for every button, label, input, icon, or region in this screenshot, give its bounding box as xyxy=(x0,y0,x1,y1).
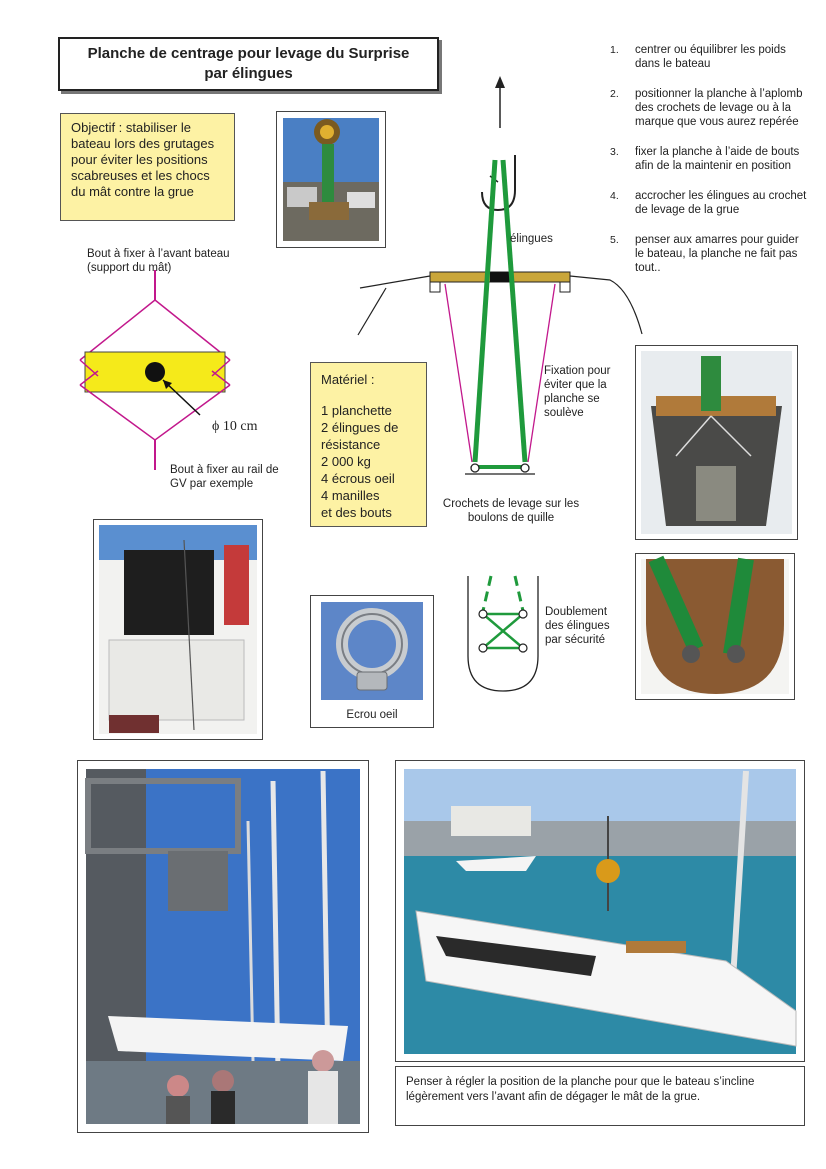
material-item: 4 manilles xyxy=(321,488,380,503)
photo-eye-nut: Ecrou oeil xyxy=(310,595,434,728)
photo-cockpit xyxy=(93,519,263,740)
label-bow-bottom: Bout à fixer au rail de GV par exemple xyxy=(170,464,279,490)
page-title: Planche de centrage pour levage du Surpr… xyxy=(58,37,439,91)
step-text: fixer la planche à l’aide de bouts afin … xyxy=(635,146,800,172)
material-item: 2 élingues de résistance xyxy=(321,420,399,452)
label-eye-nut: Ecrou oeil xyxy=(346,709,398,721)
step-4: 4. accrocher les élingues au crochet de l… xyxy=(610,189,810,217)
step-1: 1. centrer ou équilibrer les poids dans l… xyxy=(610,43,810,71)
keel-bolt-right xyxy=(520,463,530,473)
fixation-line-left xyxy=(444,283,473,463)
label-bow-top: Bout à fixer à l’avant bateau (support d… xyxy=(87,248,230,274)
steps-list: 1. centrer ou équilibrer les poids dans l… xyxy=(610,43,810,291)
material-item: 2 000 kg xyxy=(321,454,371,469)
photo-crane-lift xyxy=(77,760,369,1133)
step-number: 3. xyxy=(610,146,619,158)
boat-lifted-image xyxy=(404,769,797,1054)
material-note: Matériel : 1 planchette 2 élingues de ré… xyxy=(310,362,427,527)
eye-nut-icon xyxy=(321,602,423,700)
rope-upper-v xyxy=(79,299,231,361)
label-fixation: Fixation pour éviter que la planche se s… xyxy=(544,365,611,419)
step-text: accrocher les élingues au crochet de lev… xyxy=(635,190,807,216)
bottom-caption: Penser à régler la position de la planch… xyxy=(395,1066,805,1126)
label-doubling: Doublement des élingues par sécurité xyxy=(545,606,610,646)
doubling-diagram xyxy=(467,575,539,692)
hull-section xyxy=(467,576,539,692)
sling-left xyxy=(472,159,498,463)
hook-icon xyxy=(481,155,516,212)
label-diameter: ϕ 10 cm xyxy=(212,419,258,434)
center-hole xyxy=(145,362,165,382)
board-top-view-diagram xyxy=(79,270,231,470)
keel-bolt-left xyxy=(470,463,480,473)
photo-boat-lifted xyxy=(395,760,805,1062)
step-2: 2. positionner la planche à l’aplomb des … xyxy=(610,87,810,129)
photo-keel-slings xyxy=(635,553,795,700)
hull-outline-right xyxy=(569,275,643,335)
step-text: positionner la planche à l’aplomb des cr… xyxy=(635,88,803,128)
step-text: centrer ou équilibrer les poids dans le … xyxy=(635,44,786,70)
step-3: 3. fixer la planche à l’aide de bouts afi… xyxy=(610,145,810,173)
title-line-2: par élingues xyxy=(204,65,293,82)
title-line-1: Planche de centrage pour levage du Surpr… xyxy=(87,45,410,62)
hull-outline-left xyxy=(359,275,431,289)
sling-side-diagram xyxy=(357,76,643,475)
step-number: 1. xyxy=(610,44,619,56)
keel-slings-image xyxy=(641,555,789,694)
rope-lower-v xyxy=(79,384,231,441)
fixation-line-right xyxy=(527,283,556,463)
step-number: 4. xyxy=(610,190,619,202)
label-hooks: Crochets de levage sur les boulons de qu… xyxy=(442,498,580,524)
crane-hook-image xyxy=(283,118,379,241)
cabin-board-image xyxy=(641,351,792,534)
material-item: 1 planchette xyxy=(321,403,392,418)
step-number: 5. xyxy=(610,234,619,246)
material-item: 4 écrous oeil xyxy=(321,471,395,486)
material-item: et des bouts xyxy=(321,505,392,520)
photo-crane-hook xyxy=(276,111,386,248)
crane-lift-image xyxy=(85,769,360,1124)
step-number: 2. xyxy=(610,88,619,100)
objective-note: Objectif : stabiliser le bateau lors des… xyxy=(60,113,235,221)
label-slings: élingues xyxy=(510,233,553,245)
material-title: Matériel : xyxy=(321,372,375,387)
sling-right xyxy=(500,159,528,463)
step-text: penser aux amarres pour guider le bateau… xyxy=(635,234,799,274)
cockpit-image xyxy=(99,525,257,734)
step-5: 5. penser aux amarres pour guider le bate… xyxy=(610,233,810,275)
diameter-arrow xyxy=(162,379,201,416)
photo-cabin-board xyxy=(635,345,798,540)
